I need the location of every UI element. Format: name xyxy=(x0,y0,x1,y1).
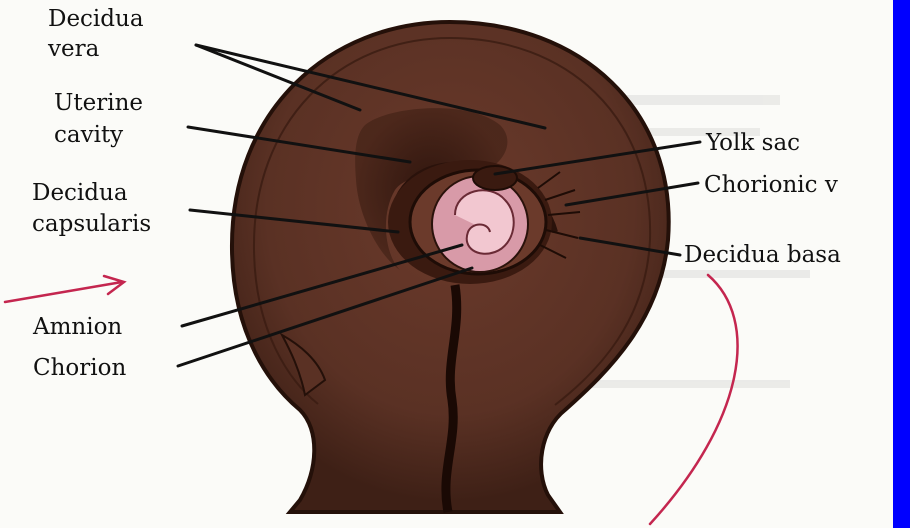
annotation-curve xyxy=(650,275,738,524)
label-yolk-sac: Yolk sac xyxy=(705,130,800,156)
label-chorion: Chorion xyxy=(33,355,126,381)
label-decidua-vera-1: Decidua xyxy=(48,6,144,32)
label-chorionic-villi: Chorionic v xyxy=(704,172,838,198)
label-decidua-capsularis-2: capsularis xyxy=(32,211,151,237)
label-uterine-cavity-2: cavity xyxy=(54,122,123,148)
annotation-arrow xyxy=(5,282,122,302)
label-uterine-cavity-1: Uterine xyxy=(54,90,143,116)
yolk-sac xyxy=(473,166,517,190)
label-amnion: Amnion xyxy=(32,314,122,340)
label-decidua-basalis: Decidua basa xyxy=(684,242,841,268)
side-bar xyxy=(893,0,910,528)
label-decidua-vera-2: vera xyxy=(47,36,100,62)
label-decidua-capsularis-1: Decidua xyxy=(32,180,128,206)
uterus xyxy=(232,22,669,512)
